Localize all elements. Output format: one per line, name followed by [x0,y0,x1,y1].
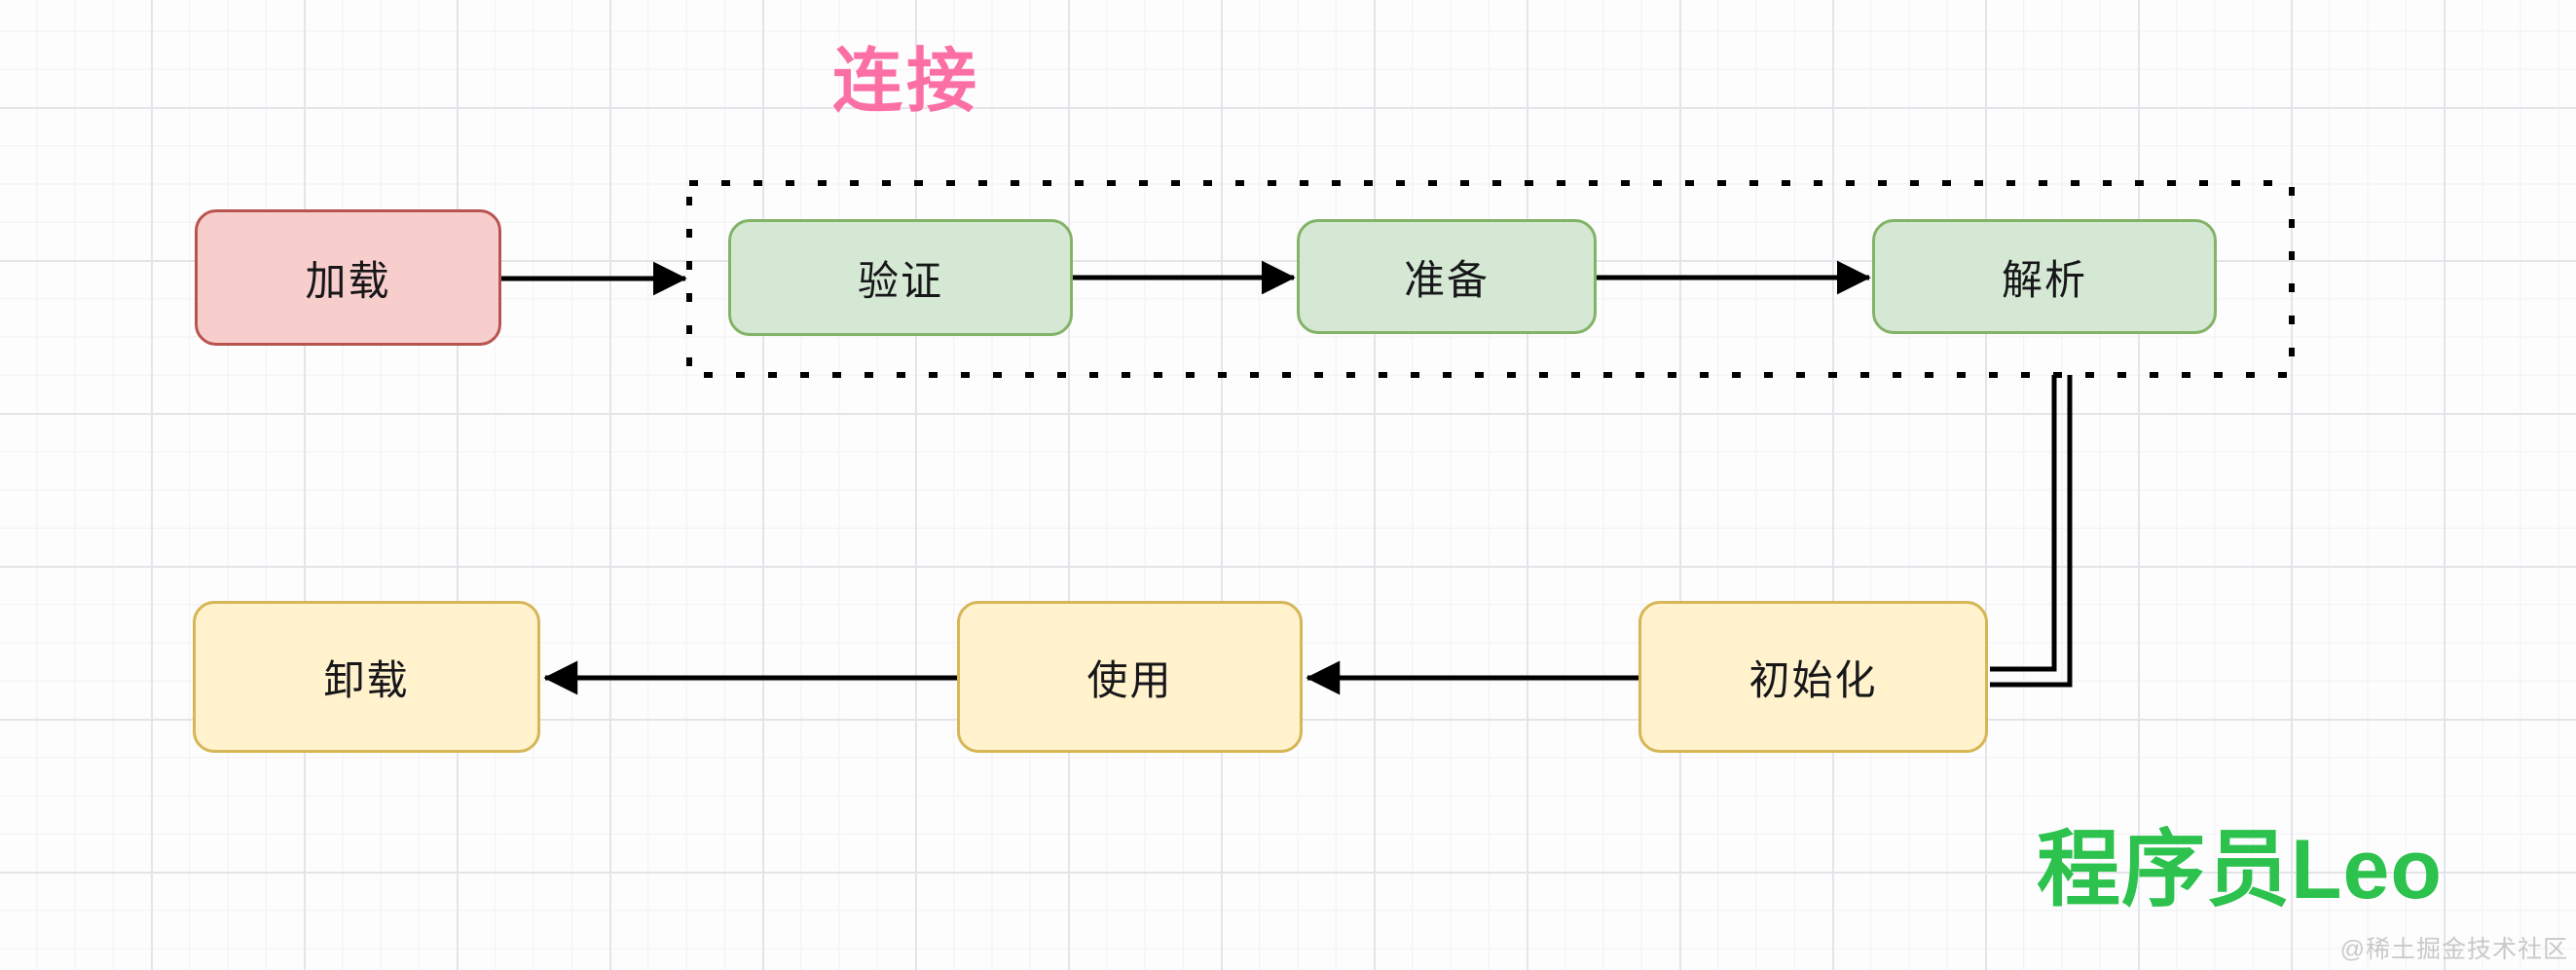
node-unload: 卸载 [193,601,540,753]
node-verify: 验证 [728,219,1073,336]
site-watermark: @稀土掘金技术社区 [2339,936,2568,963]
node-resolve-label: 解析 [2001,256,2087,303]
node-prepare: 准备 [1297,219,1597,334]
node-initialize: 初始化 [1638,601,1988,753]
node-initialize-label: 初始化 [1748,656,1878,703]
link-group-title: 连接 [832,43,981,121]
node-unload-label: 卸载 [323,656,410,703]
node-load-label: 加载 [305,257,391,304]
node-use-label: 使用 [1086,656,1173,703]
node-load: 加载 [195,209,501,346]
connector-resolve-to-initialize-line1 [1990,375,2057,672]
node-resolve: 解析 [1872,219,2217,334]
author-watermark: 程序员Leo [2037,823,2443,916]
node-use: 使用 [957,601,1303,753]
connector-resolve-to-initialize-line2 [1990,375,2073,688]
node-prepare-label: 准备 [1403,256,1490,303]
node-verify-label: 验证 [857,257,943,304]
